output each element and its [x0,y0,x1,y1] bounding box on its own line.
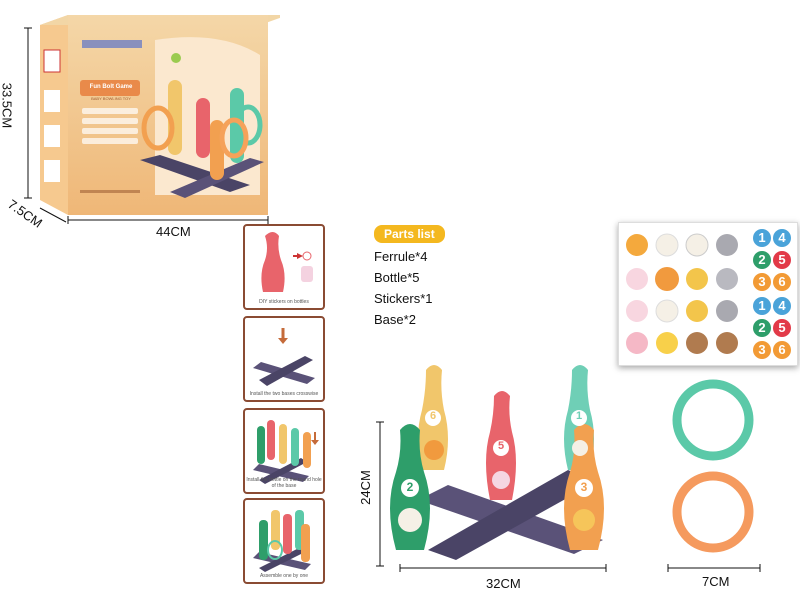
pin-set-dimension-lines [376,421,607,572]
animal-stickers [626,233,738,354]
step-caption: Install the bottle on the round hole of … [246,477,322,489]
product-box-illustration [40,15,280,215]
parts-item-ferrule: Ferrule*4 [374,249,428,264]
assembly-step-2: Install the two bases crosswise [243,316,325,402]
parts-list: Parts list Ferrule*4 Bottle*5 Stickers*1… [374,225,484,327]
sticker-number-4b: 4 [773,297,791,315]
assembly-step-3: Install the bottle on the round hole of … [243,408,325,494]
sticker-number-5: 5 [773,251,791,269]
sticker-number-1b: 1 [753,297,771,315]
pin-sticker-icon [261,232,313,292]
step-caption: Install the two bases crosswise [249,391,319,397]
sticker-number-1: 1 [753,229,771,247]
sticker-number-2: 2 [753,251,771,269]
assembly-step-4: Assemble one by one [243,498,325,584]
base-cross-icon [253,328,315,386]
sticker-number-3: 3 [753,273,771,291]
parts-item-bottle: Bottle*5 [374,270,420,285]
pin-number-5: 5 [497,440,505,452]
sticker-number-6b: 6 [773,341,791,359]
step-caption: DIY stickers on bottles [259,299,309,305]
box-subtitle: BABY BOWLING TOY [91,96,131,101]
parts-item-base: Base*2 [374,312,416,327]
bowling-pin-set [390,365,604,560]
parts-list-title: Parts list [374,225,445,243]
sticker-number-5b: 5 [773,319,791,337]
ring-set [667,379,761,572]
box-title: Fun Bolt Game [89,84,133,90]
sticker-number-6: 6 [773,273,791,291]
pin-set-height-label: 24CM [357,470,373,505]
pin-number-6: 6 [429,410,437,422]
assembled-set-icon [253,510,311,572]
box-height-label: 33.5CM [0,82,15,129]
ring-orange [672,471,754,553]
parts-item-stickers: Stickers*1 [374,291,433,306]
assembly-step-1: DIY stickers on bottles [243,224,325,310]
box-dimension-lines [24,27,269,224]
product-box-area: Fun Bolt Game BABY BOWLING TOY [20,10,280,225]
ring-diameter-label: 7CM [702,574,730,589]
pin-number-3: 3 [580,480,588,494]
pins-on-base-icon [253,420,319,484]
ring-teal [672,379,754,461]
pin-set-width-label: 32CM [486,576,521,591]
pin-number-2: 2 [406,480,414,494]
sticker-number-4: 4 [773,229,791,247]
sticker-number-2b: 2 [753,319,771,337]
step-caption: Assemble one by one [259,573,309,579]
sticker-sheet: 1 4 2 5 3 6 1 4 2 5 3 6 [618,222,798,366]
box-width-label: 44CM [156,224,191,239]
pin-number-1: 1 [575,410,583,422]
sticker-number-3b: 3 [753,341,771,359]
